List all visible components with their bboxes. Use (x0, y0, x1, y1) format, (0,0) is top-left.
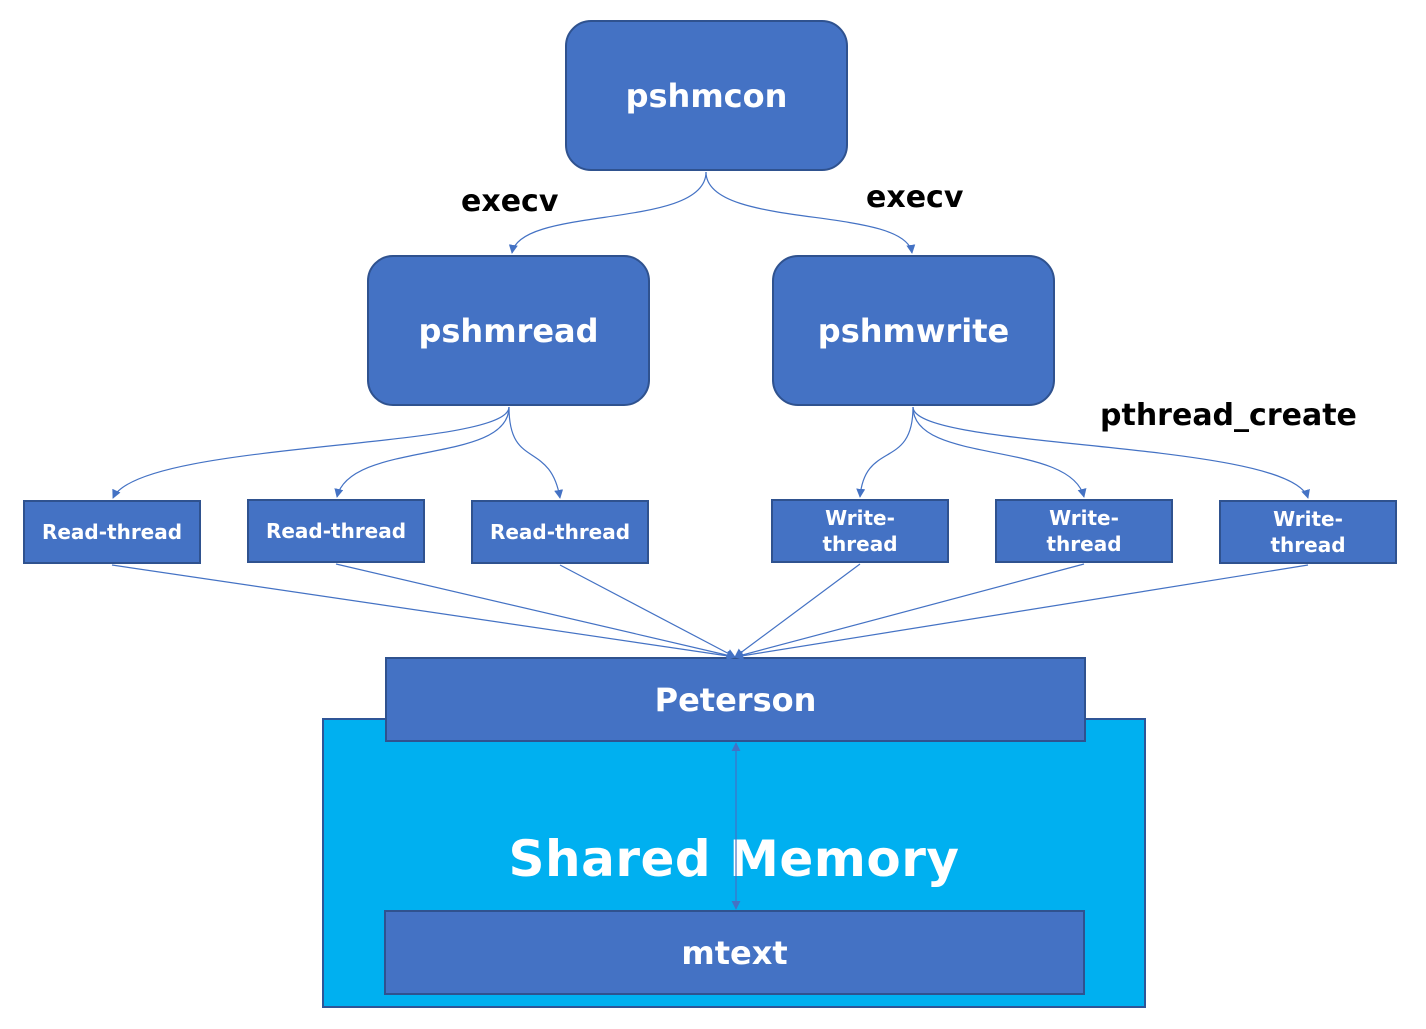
access-line-5 (734, 563, 1085, 660)
pshmcon-node: pshmcon (565, 20, 848, 171)
spawn-arrow-read-2 (334, 406, 510, 498)
spawn-arrow-write-2 (912, 406, 1087, 498)
pshmwrite-node: pshmwrite (772, 255, 1055, 406)
read-thread-node: Read-thread (471, 500, 649, 564)
spawn-arrow-read-3 (508, 406, 564, 499)
access-line-4 (734, 563, 861, 658)
write-thread-node: Write- thread (771, 499, 949, 563)
write-thread-node: Write- thread (1219, 500, 1397, 564)
peterson-node: Peterson (385, 657, 1086, 742)
read-thread-node: Read-thread (23, 500, 201, 564)
access-line-3 (559, 564, 736, 658)
spawn-arrow-write-1 (856, 406, 914, 498)
spawn-arrow-read-1 (112, 406, 510, 499)
access-line-6 (734, 564, 1309, 661)
write-thread-node: Write- thread (995, 499, 1173, 563)
pthread-create-label: pthread_create (1100, 398, 1357, 433)
mtext-node: mtext (384, 910, 1085, 995)
read-thread-node: Read-thread (247, 499, 425, 563)
access-line-1 (111, 564, 736, 661)
access-line-2 (335, 563, 736, 660)
execv-label-right: execv (866, 180, 964, 215)
pshmread-node: pshmread (367, 255, 650, 406)
shared-memory-label: Shared Memory (508, 830, 960, 888)
execv-label-left: execv (461, 184, 559, 219)
